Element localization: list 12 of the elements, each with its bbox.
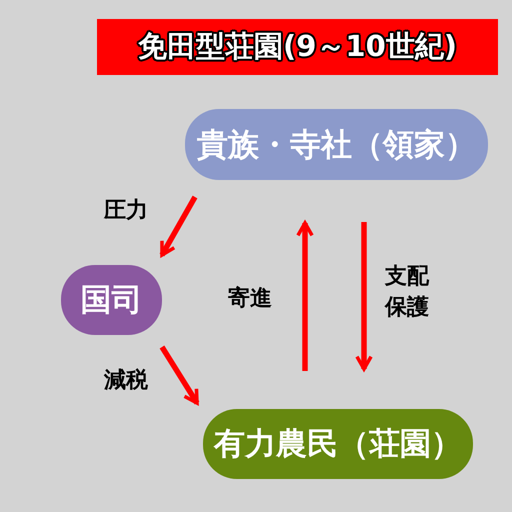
- arrow: [160, 196, 198, 257]
- edge-label: 減税: [104, 367, 149, 395]
- edge-label: 圧力: [104, 197, 149, 225]
- edge-label: 支配保護: [385, 263, 430, 322]
- arrow: [160, 346, 200, 405]
- arrow: [296, 221, 314, 371]
- title-banner: 免田型荘園(9～10世紀): [97, 19, 498, 75]
- rounded-box: 国司: [61, 265, 162, 335]
- arrow: [355, 222, 373, 371]
- edge-label: 寄進: [228, 284, 273, 313]
- rounded-box: 貴族・寺社（領家）: [185, 109, 488, 180]
- rounded-box: 有力農民（荘園）: [203, 409, 473, 479]
